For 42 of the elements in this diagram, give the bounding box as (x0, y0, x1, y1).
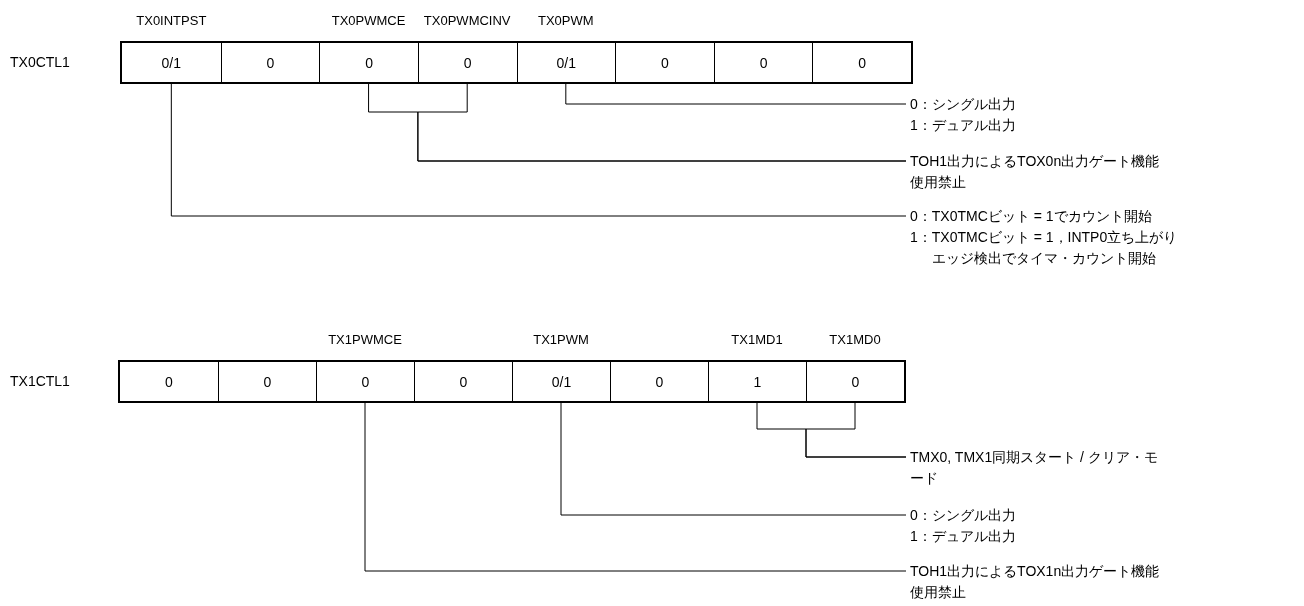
bit-value-field: 0 (806, 362, 904, 401)
leader-line (805, 402, 907, 458)
setting-description: 0：TX0TMCビット = 1でカウント開始 (910, 207, 1153, 226)
bit-value-field: 0 (615, 43, 714, 82)
bit-value-field: 0/1 (122, 43, 221, 82)
leader-line (170, 83, 907, 217)
bit-name-label: TX0PWMCE (331, 13, 406, 28)
bit-name-label: TX1PWMCE (328, 332, 402, 347)
bit-value-field: 0 (414, 362, 512, 401)
bit-value-field: 0/1 (516, 43, 616, 82)
bit-value-field: 0/1 (512, 362, 610, 401)
bit-name-label: TX0INTPST (136, 13, 207, 28)
bit-value-field: 0 (319, 43, 418, 82)
bit-name-label: TX1PWM (533, 332, 589, 347)
register-name-label: TX1CTL1 (10, 372, 70, 389)
bit-name-label: TX1MD1 (731, 332, 783, 347)
bit-value-field: 0 (218, 362, 316, 401)
register-frame (118, 360, 906, 403)
bit-value-field: 0 (417, 43, 517, 82)
bit-value-field: 0 (812, 43, 911, 82)
setting-description: TOH1出力によるTOX0n出力ゲート機能使用禁止 (910, 151, 1170, 193)
bit-name-label: TX0PWM (538, 13, 594, 28)
bit-value-field: 0 (220, 43, 320, 82)
register-name-label: TX0CTL1 (10, 53, 70, 70)
setting-description: 0：シングル出力 (910, 95, 1017, 114)
bit-value-field: 0 (610, 362, 708, 401)
bit-value-field: 0 (120, 362, 218, 401)
bit-name-label: TX0PWMCINV (423, 13, 511, 28)
leader-line (364, 402, 907, 572)
setting-description: TMX0, TMX1同期スタート / クリア・モード (910, 447, 1170, 489)
bit-name-label: TX1MD0 (829, 332, 881, 347)
setting-description: TOH1出力によるTOX1n出力ゲート機能使用禁止 (910, 561, 1170, 603)
setting-description: 1：TX0TMCビット = 1，INTP0立ち上がりエッジ検出でタイマ・カウント開始 (910, 228, 1179, 268)
bit-value-field: 0 (316, 362, 414, 401)
register-frame (120, 41, 913, 84)
setting-description: 1：デュアル出力 (910, 116, 1017, 135)
leader-line (560, 402, 907, 516)
bit-value-field: 0 (713, 43, 813, 82)
setting-description: 0：シングル出力 (910, 506, 1017, 525)
leader-line (565, 83, 907, 105)
setting-description: 1：デュアル出力 (910, 527, 1017, 546)
bit-value-field: 1 (708, 362, 806, 401)
